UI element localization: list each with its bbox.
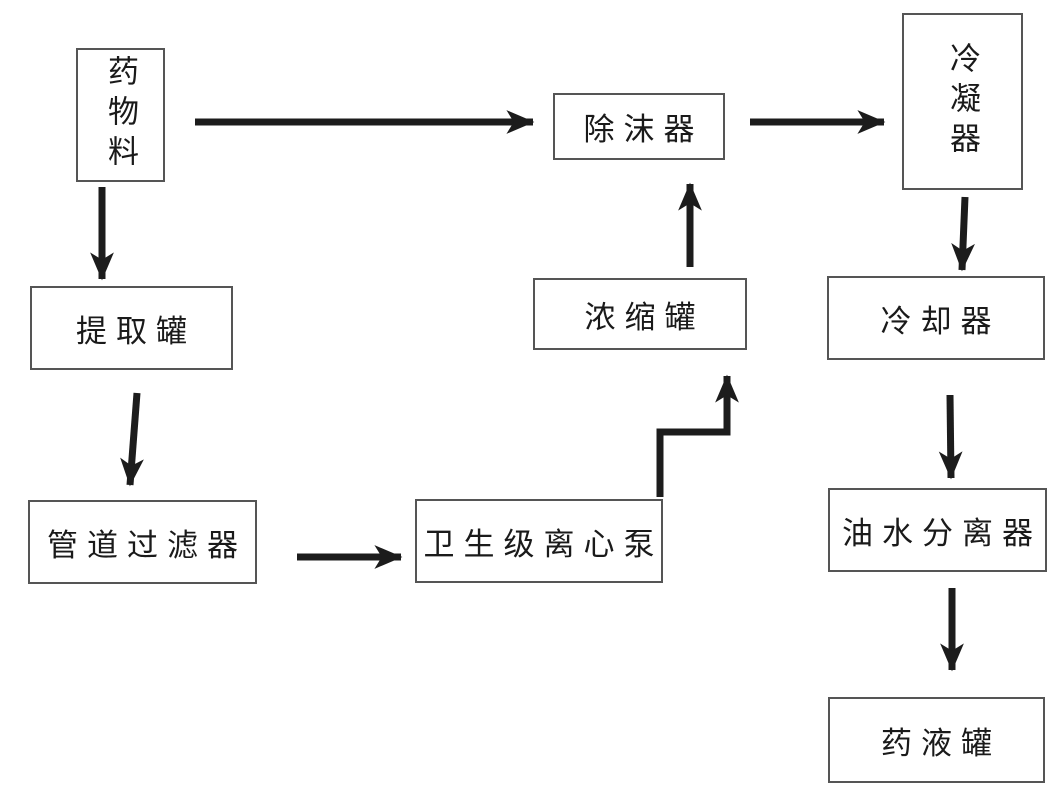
- node-pipeline-filter: 管道过滤器: [28, 500, 257, 584]
- arrow-centrifugal-pump-to-concentration-tank: [656, 374, 739, 497]
- node-demister: 除沫器: [553, 93, 725, 160]
- node-cooler: 冷却器: [827, 276, 1045, 360]
- arrow-cooler-to-oil-water-separator: [938, 394, 963, 480]
- node-sanitary-centrifugal-pump: 卫生级离心泵: [415, 499, 663, 583]
- node-concentration-tank: 浓缩罐: [533, 278, 747, 350]
- node-condenser: 冷凝器: [902, 13, 1023, 190]
- node-drug-material: 药物料: [76, 48, 165, 182]
- arrow-condenser-to-cooler: [951, 196, 975, 272]
- node-oil-water-separator: 油水分离器: [828, 488, 1047, 572]
- arrow-extraction-tank-to-pipeline-filter: [120, 392, 144, 487]
- node-liquid-medicine-tank: 药液罐: [828, 697, 1045, 783]
- node-extraction-tank: 提取罐: [30, 286, 233, 370]
